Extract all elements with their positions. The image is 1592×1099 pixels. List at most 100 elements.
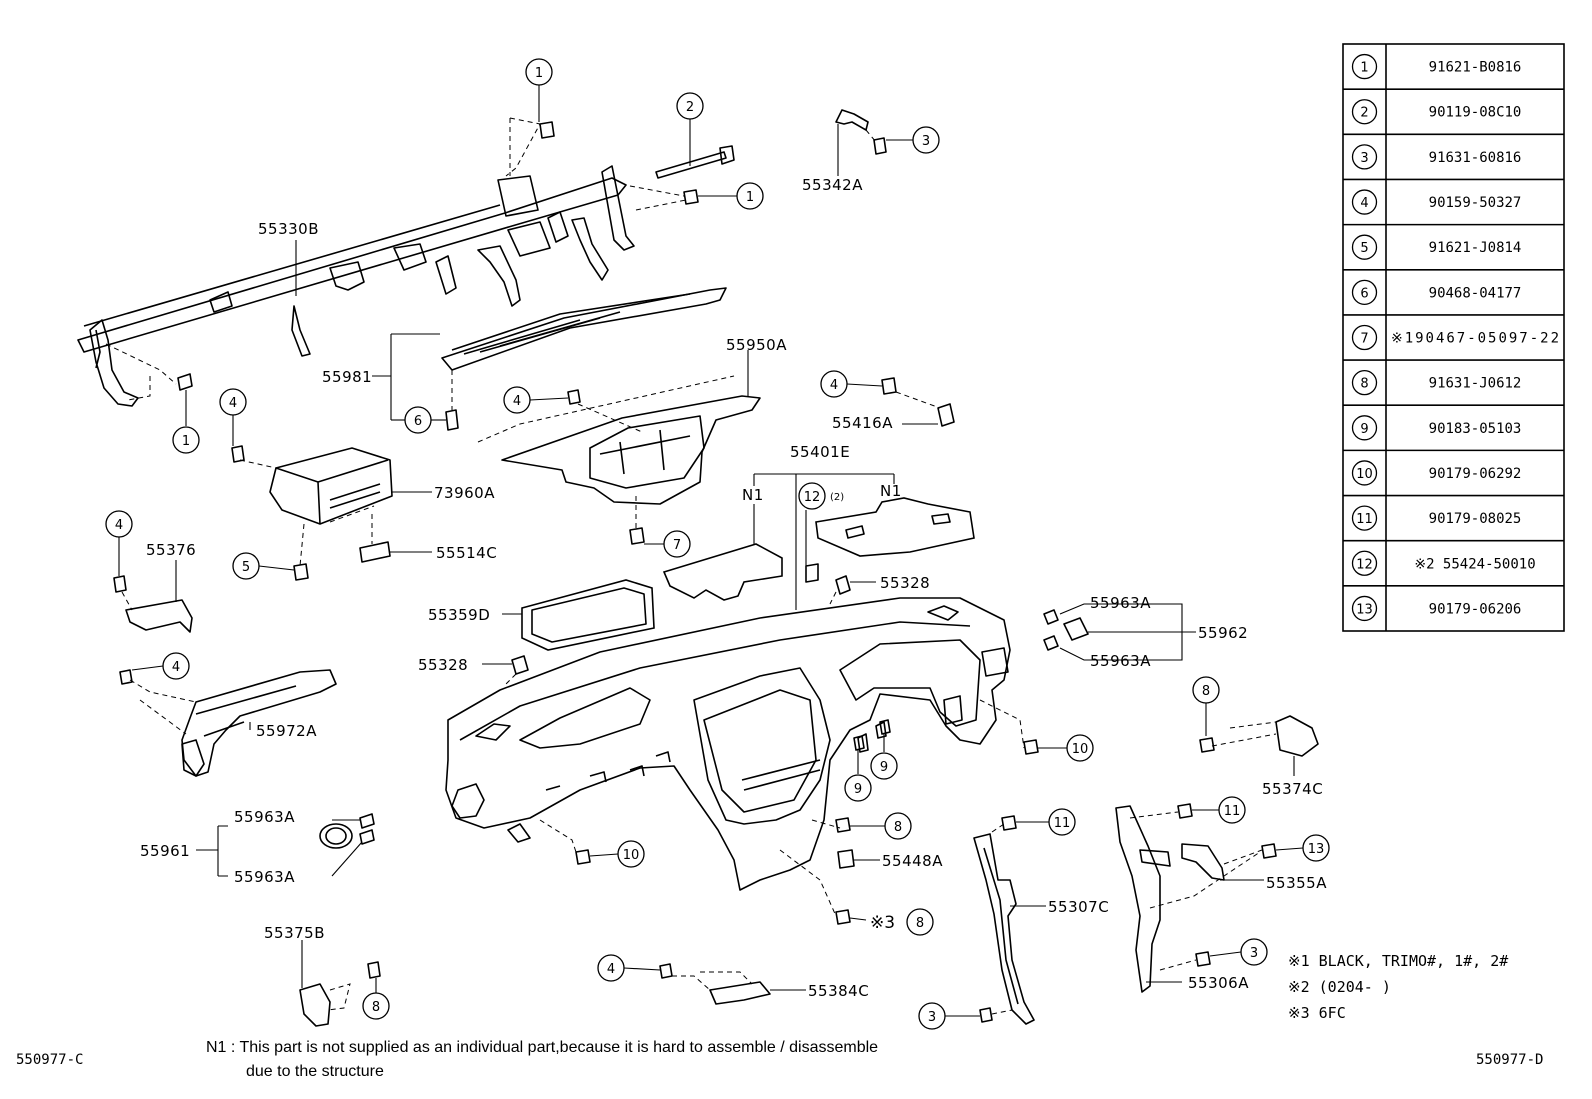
defroster-duct-55981 [390, 287, 727, 431]
svg-text:8: 8 [894, 820, 902, 835]
callout-3-right: 3 [1209, 938, 1268, 966]
parts-table-row: 9 90183-05103 [1351, 415, 1522, 441]
long-bolt [655, 145, 735, 179]
parts-table-callout-circle [1351, 53, 1378, 80]
callout-1-right: 1 [698, 182, 764, 210]
svg-text:1: 1 [182, 434, 190, 449]
label-55355A: 55355A [1266, 874, 1327, 892]
parts-table-number: 6 [1360, 286, 1368, 301]
parts-table-number: 11 [1356, 512, 1373, 527]
parts-table-callout-circle [1351, 279, 1378, 305]
svg-text:4: 4 [115, 518, 123, 533]
svg-text:9: 9 [880, 760, 888, 775]
parts-table-row: 8 91631-J0612 [1351, 370, 1522, 396]
footnote-line-1: N1 : This part is not supplied as an ind… [206, 1039, 878, 1056]
parts-table-callout-circle [1351, 99, 1378, 125]
svg-text:8: 8 [916, 916, 924, 931]
callout-6: 6 [404, 406, 446, 434]
label-55359D: 55359D [428, 606, 490, 624]
duct-55950A [477, 350, 761, 545]
footnote-line-2: due to the structure [246, 1063, 384, 1080]
note-1: ※1 BLACK, TRIMO#, 1#, 2# [1288, 952, 1508, 970]
label-55375B: 55375B [264, 924, 325, 942]
label-55963A-upper-left: 55963A [234, 808, 295, 826]
callout-12: 12 [798, 482, 826, 510]
bracket-55384C [659, 963, 771, 1005]
label-mark-3: ※3 [870, 913, 895, 933]
parts-table-callout-circle [1351, 144, 1378, 170]
callout-9-right: 9 [870, 752, 898, 780]
callout-13: 13 [1275, 834, 1330, 862]
svg-text:10: 10 [623, 848, 640, 863]
parts-table-callout-circle [1351, 595, 1378, 622]
callout-8-mid: 8 [850, 812, 912, 840]
parts-table-callout-circle [1351, 370, 1378, 396]
parts-table-row: 11 90179-08025 [1351, 505, 1522, 531]
parts-table-callout-circle [1351, 460, 1378, 486]
parts-table-number: 4 [1360, 196, 1368, 211]
callout-4-55972A: 4 [131, 652, 190, 680]
parts-table-number: 5 [1360, 241, 1368, 256]
label-55330B: 55330B [258, 220, 319, 238]
callout-8-left: 8 [362, 978, 390, 1020]
svg-text:11: 11 [1224, 804, 1241, 819]
svg-text:4: 4 [830, 378, 838, 393]
parts-table-part-number: 90183-05103 [1429, 421, 1522, 437]
instrument-panel [445, 597, 1011, 891]
callout-4-duct: 4 [503, 386, 569, 414]
label-55961: 55961 [140, 842, 190, 860]
panel-dashes [539, 699, 1025, 917]
duct-55972A [119, 669, 337, 777]
label-55307C: 55307C [1048, 898, 1109, 916]
parts-table-part-number: 90179-06292 [1429, 466, 1522, 482]
parts-table-number: 13 [1356, 602, 1373, 617]
callout-10-right: 10 [1038, 734, 1094, 762]
label-55514C: 55514C [436, 544, 497, 562]
callout-11-left: 11 [1016, 808, 1076, 836]
bracket-55514C [359, 514, 432, 563]
parts-table-part-number: 91631-60816 [1429, 150, 1522, 166]
parts-table-part-number: 91631-J0612 [1429, 376, 1522, 392]
label-55448A: 55448A [882, 852, 943, 870]
panel-55359D [502, 579, 655, 651]
parts-table-number: 9 [1360, 422, 1368, 437]
label-55981: 55981 [322, 368, 372, 386]
label-55328-left: 55328 [418, 656, 468, 674]
callouts: 1 2 1 3 1 6 4 4 4 7 12 4 5 4 8 10 9 9 8 … [105, 58, 1330, 1030]
label-55416A: 55416A [832, 414, 893, 432]
svg-text:4: 4 [513, 394, 521, 409]
callout-4-bottom: 4 [597, 954, 661, 982]
callout-11-right: 11 [1192, 796, 1246, 824]
svg-text:4: 4 [229, 396, 237, 411]
parts-table-number: 7 [1360, 332, 1368, 347]
group-55401E [753, 473, 895, 610]
svg-text:3: 3 [928, 1010, 936, 1025]
parts-table-part-number: 90159-50327 [1429, 195, 1522, 211]
parts-table-callout-circle [1351, 234, 1378, 260]
parts-table-part-number: 91621-B0816 [1429, 60, 1522, 76]
parts-table-part-number: ※190467-05097-22 [1391, 331, 1559, 347]
svg-text:8: 8 [372, 1000, 380, 1015]
label-qty-12: (2) [830, 492, 844, 503]
label-73960A: 73960A [434, 484, 495, 502]
footer: N1 : This part is not supplied as an ind… [16, 1039, 1543, 1080]
parts-table-row: 12※2 55424-50010 [1351, 550, 1536, 576]
clip-55416A [881, 377, 955, 427]
parts-table-part-number: ※2 55424-50010 [1414, 556, 1535, 572]
parts-table-row: 7 ※190467-05097-22 [1351, 324, 1559, 351]
svg-text:5: 5 [242, 560, 250, 575]
svg-text:1: 1 [535, 66, 543, 81]
parts-table-callout-circle [1351, 189, 1378, 215]
label-n1-right: N1 [880, 482, 902, 500]
parts-table-row: 4 90159-50327 [1351, 189, 1522, 215]
parts-table-number: 8 [1360, 377, 1368, 392]
parts-table-part-number: 90179-08025 [1429, 511, 1522, 527]
